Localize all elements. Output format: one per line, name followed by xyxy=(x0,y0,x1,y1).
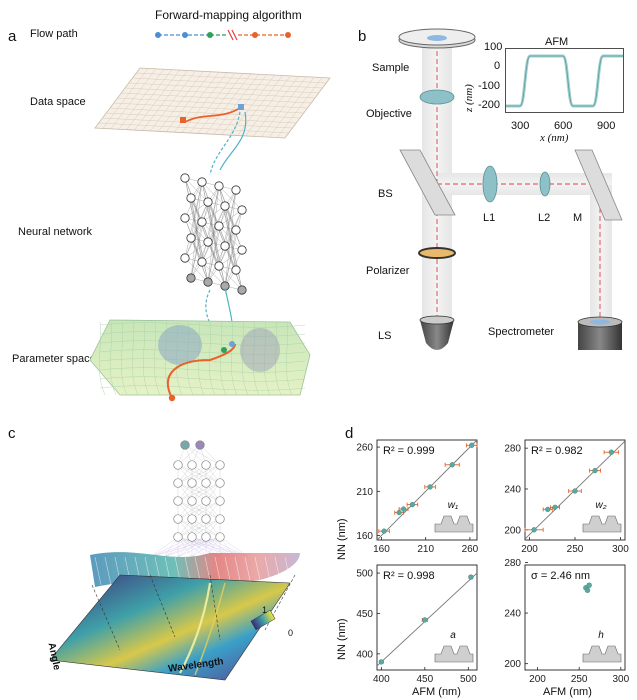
panel-a-letter: a xyxy=(8,28,17,45)
x-tick-label: 210 xyxy=(417,544,434,555)
y-tick-label: 200 xyxy=(504,525,521,536)
afm-inset-title: AFM xyxy=(545,36,569,48)
afm-ytick-0: 100 xyxy=(484,41,503,53)
afm-ytick-2: -100 xyxy=(478,80,501,92)
x-tick-label: 200 xyxy=(521,544,538,555)
data-point xyxy=(468,574,474,580)
panel-d-xlabel-right: AFM (nm) xyxy=(543,686,592,698)
data-point xyxy=(469,442,475,448)
panel-d-letter: d xyxy=(345,425,354,442)
panel-d-xlabel-left: AFM (nm) xyxy=(412,686,461,698)
afm-ytick-1: 0 xyxy=(494,60,501,72)
colorbar-max-label: 1 xyxy=(262,605,268,615)
y-tick-label: 260 xyxy=(356,443,373,454)
y-tick-label: 280 xyxy=(504,444,521,455)
afm-xtick-1: 600 xyxy=(554,120,573,132)
afm-ytick-3: -200 xyxy=(478,99,501,111)
parameter-space-label: Parameter space xyxy=(12,353,96,365)
afm-inset-ylabel: z (nm) xyxy=(463,84,475,112)
x-tick-label: 260 xyxy=(462,544,479,555)
y-tick-label: 450 xyxy=(356,609,373,620)
y-tick-label: 200 xyxy=(504,659,521,670)
flow-path-arrow xyxy=(155,29,291,41)
bs-label: BS xyxy=(378,188,393,200)
parameter-space-surface xyxy=(89,319,311,402)
grating-profile-icon xyxy=(582,515,622,533)
data-point xyxy=(608,449,615,455)
ls-label: LS xyxy=(378,330,392,342)
x-tick-label: 400 xyxy=(373,674,390,685)
nn-vs-afm-chart-1: 160 210 260 160 210 260 R² = 0.999 w₁ xyxy=(356,439,479,555)
afm-profile-plot xyxy=(505,48,624,113)
inset-parameter-label: w₂ xyxy=(595,500,606,511)
l1-label: L1 xyxy=(483,212,496,224)
panel-b-letter: b xyxy=(358,28,367,45)
sample-label: Sample xyxy=(372,62,410,74)
colorbar-min-label: 0 xyxy=(288,628,294,638)
m-label: M xyxy=(573,212,583,224)
x-tick-label: 450 xyxy=(416,674,433,685)
data-point xyxy=(552,504,558,510)
data-point xyxy=(449,462,455,468)
x-tick-label: 500 xyxy=(460,674,477,685)
data-point xyxy=(409,501,416,508)
chart-annotation: R² = 0.998 xyxy=(383,570,435,582)
objective-label: Objective xyxy=(366,108,412,120)
spectrometer-label: Spectrometer xyxy=(488,326,555,338)
chart-annotation: R² = 0.982 xyxy=(531,445,583,457)
x-tick-label: 250 xyxy=(567,544,584,555)
panel-a-illustration xyxy=(89,29,331,402)
y-tick-label: 240 xyxy=(504,609,521,620)
y-tick-label: 160 xyxy=(356,531,373,542)
chart-annotation: σ = 2.46 nm xyxy=(531,570,590,582)
data-point xyxy=(545,506,551,513)
nn-vs-afm-chart-4: 200 250 300 200 240 280 σ = 2.46 nm h xyxy=(504,558,629,685)
data-point xyxy=(422,617,428,623)
nn-vs-afm-chart-2: 200 250 300 200 240 280 R² = 0.982 w₂ xyxy=(504,439,629,555)
data-space-label: Data space xyxy=(30,96,86,108)
y-tick-label: 240 xyxy=(504,484,521,495)
afm-inset-xlabel: x (nm) xyxy=(540,132,569,144)
afm-xtick-2: 900 xyxy=(597,120,616,132)
panel-c-letter: c xyxy=(8,425,16,442)
flow-path-label: Flow path xyxy=(30,28,78,40)
grating-profile-icon xyxy=(434,515,474,533)
l2-label: L2 xyxy=(538,212,551,224)
data-point xyxy=(381,528,387,534)
polarizer-label: Polarizer xyxy=(366,265,410,277)
data-point xyxy=(427,484,433,490)
data-point xyxy=(572,488,578,494)
y-tick-label: 280 xyxy=(504,558,521,569)
afm-xtick-0: 300 xyxy=(511,120,530,132)
x-tick-label: 300 xyxy=(612,674,629,685)
inset-parameter-label: h xyxy=(598,630,604,641)
inset-parameter-label: w₁ xyxy=(448,500,458,511)
x-tick-label: 160 xyxy=(373,544,390,555)
y-tick-label: 210 xyxy=(356,487,373,498)
data-point xyxy=(586,582,592,588)
data-space-grid xyxy=(94,67,331,139)
data-point xyxy=(378,659,384,665)
neural-network-diagram xyxy=(180,173,247,295)
chart-annotation: R² = 0.999 xyxy=(383,445,435,457)
data-point xyxy=(531,527,537,533)
panel-a-title: Forward-mapping algorithm xyxy=(155,8,302,22)
inset-parameter-label: a xyxy=(450,630,456,641)
x-tick-label: 300 xyxy=(612,544,629,555)
data-point xyxy=(400,506,407,512)
nn-vs-afm-chart-3: 400 450 500 400 450 500 R² = 0.998 a xyxy=(356,564,478,685)
grating-profile-icon xyxy=(434,645,474,663)
x-tick-label: 250 xyxy=(571,674,588,685)
panel-c-illustration xyxy=(49,440,300,681)
grating-profile-icon xyxy=(582,645,622,663)
optical-setup-illustration xyxy=(398,28,623,350)
fit-line xyxy=(376,439,478,541)
y-tick-label: 400 xyxy=(356,649,373,660)
data-point xyxy=(584,587,591,593)
data-point xyxy=(592,467,598,474)
x-tick-label: 200 xyxy=(529,674,546,685)
neural-network-label: Neural network xyxy=(18,226,92,238)
y-tick-label: 500 xyxy=(356,569,373,580)
